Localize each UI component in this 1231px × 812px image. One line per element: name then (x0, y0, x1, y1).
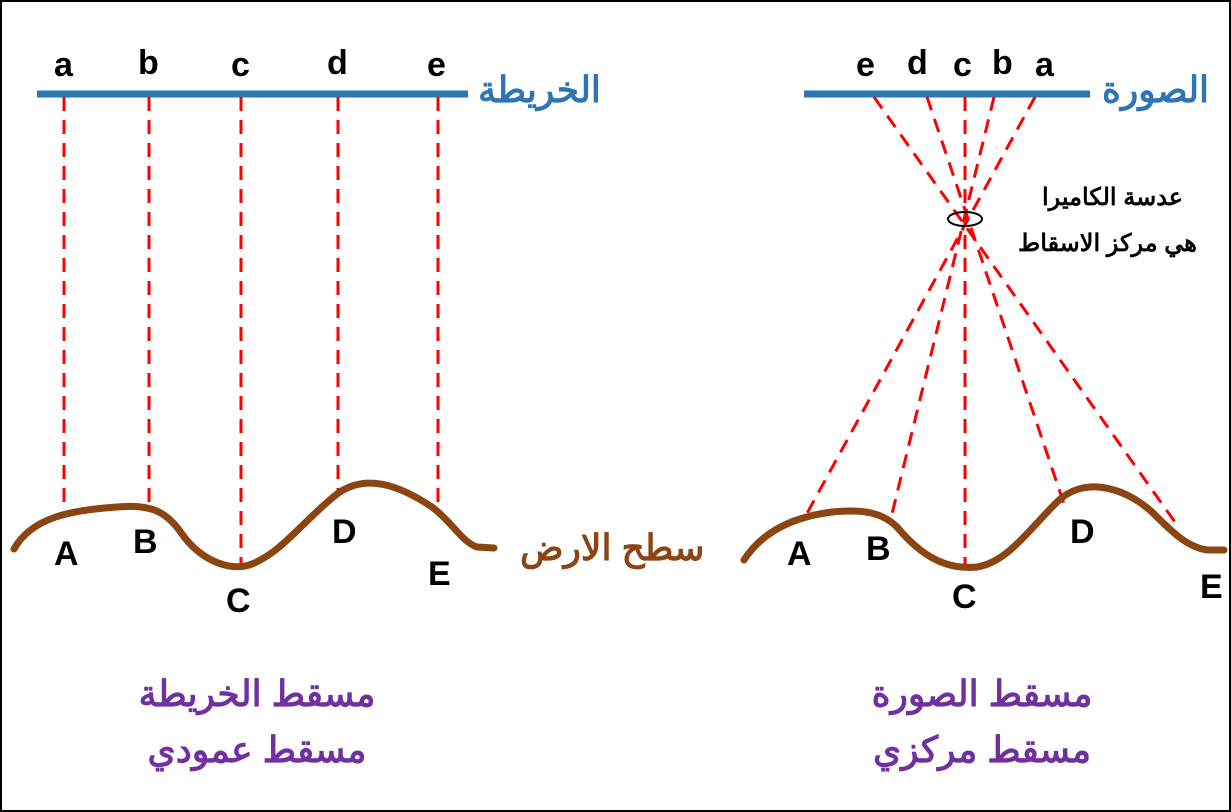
photo-point-e: e (856, 48, 875, 82)
photo-ray-d (927, 97, 1064, 504)
map-projection-rays (64, 97, 438, 565)
map-point-e: e (427, 48, 446, 82)
photo-caption-line2: مسقط مركزي (857, 732, 1107, 768)
map-ground-C: C (226, 584, 251, 618)
map-ground-A: A (54, 537, 79, 571)
photo-projection-rays (805, 97, 1177, 568)
photo-ray-b (890, 97, 994, 522)
photo-ground-D: D (1070, 515, 1095, 549)
map-point-a: a (54, 48, 73, 82)
photo-ground-E: E (1200, 570, 1223, 604)
map-title: الخريطة (478, 72, 601, 108)
lens-label-line2: هي مركز الاسقاط (1018, 232, 1197, 256)
map-point-d: d (327, 46, 348, 80)
lens-label-line1: عدسة الكاميرا (1042, 186, 1183, 210)
map-caption-line2: مسقط عمودي (132, 732, 382, 768)
ground-label: سطح الارض (520, 530, 704, 566)
map-point-c: c (231, 48, 250, 82)
photo-ground-C: C (952, 580, 977, 614)
photo-ground-curve (744, 487, 1224, 567)
photo-point-b: b (992, 46, 1013, 80)
photo-point-d: d (907, 46, 928, 80)
photo-ground-B: B (866, 532, 891, 566)
map-caption-line1: مسقط الخريطة (132, 676, 382, 712)
map-ground-curve (14, 483, 494, 567)
map-ground-D: D (332, 515, 357, 549)
photo-caption-line1: مسقط الصورة (857, 676, 1107, 712)
map-ground-B: B (133, 525, 158, 559)
map-point-b: b (138, 46, 159, 80)
map-ground-E: E (428, 557, 451, 591)
photo-title: الصورة (1102, 72, 1209, 108)
photo-point-c: c (953, 48, 972, 82)
photo-point-a: a (1035, 48, 1054, 82)
photo-ground-A: A (787, 537, 812, 571)
